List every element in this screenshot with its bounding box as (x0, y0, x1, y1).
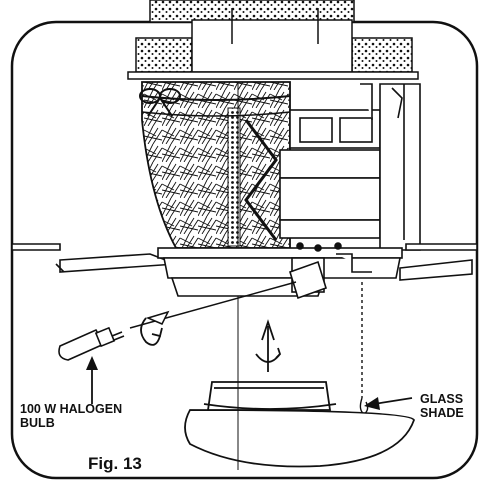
glass-shade (184, 381, 415, 470)
bulb-label-line2: BULB (20, 416, 55, 430)
light-kit-fitter (157, 242, 403, 297)
bulb-label-line1: 100 W HALOGEN (20, 402, 123, 416)
ceiling-canopy (135, 0, 413, 73)
figure-number: Fig. 13 (88, 454, 142, 473)
glass-label-line2: SHADE (420, 406, 464, 420)
glass-shade-label: GLASS SHADE (420, 392, 464, 420)
halogen-bulb (58, 326, 125, 361)
shade-rotate-icon (255, 319, 282, 372)
decorative-bow (139, 88, 181, 117)
bulb-callout-arrow (86, 356, 98, 404)
mounting-plate (127, 71, 419, 80)
blade-arms (11, 243, 478, 281)
shade-guide (359, 282, 369, 415)
bulb-label: 100 W HALOGEN BULB (20, 402, 122, 430)
switch-housing (279, 83, 421, 251)
bulb-socket (289, 260, 327, 300)
glass-label-line1: GLASS (420, 392, 464, 406)
insert-arrow (129, 281, 297, 329)
twist-rotate-icon (140, 317, 163, 346)
glass-callout-arrow (364, 397, 413, 410)
